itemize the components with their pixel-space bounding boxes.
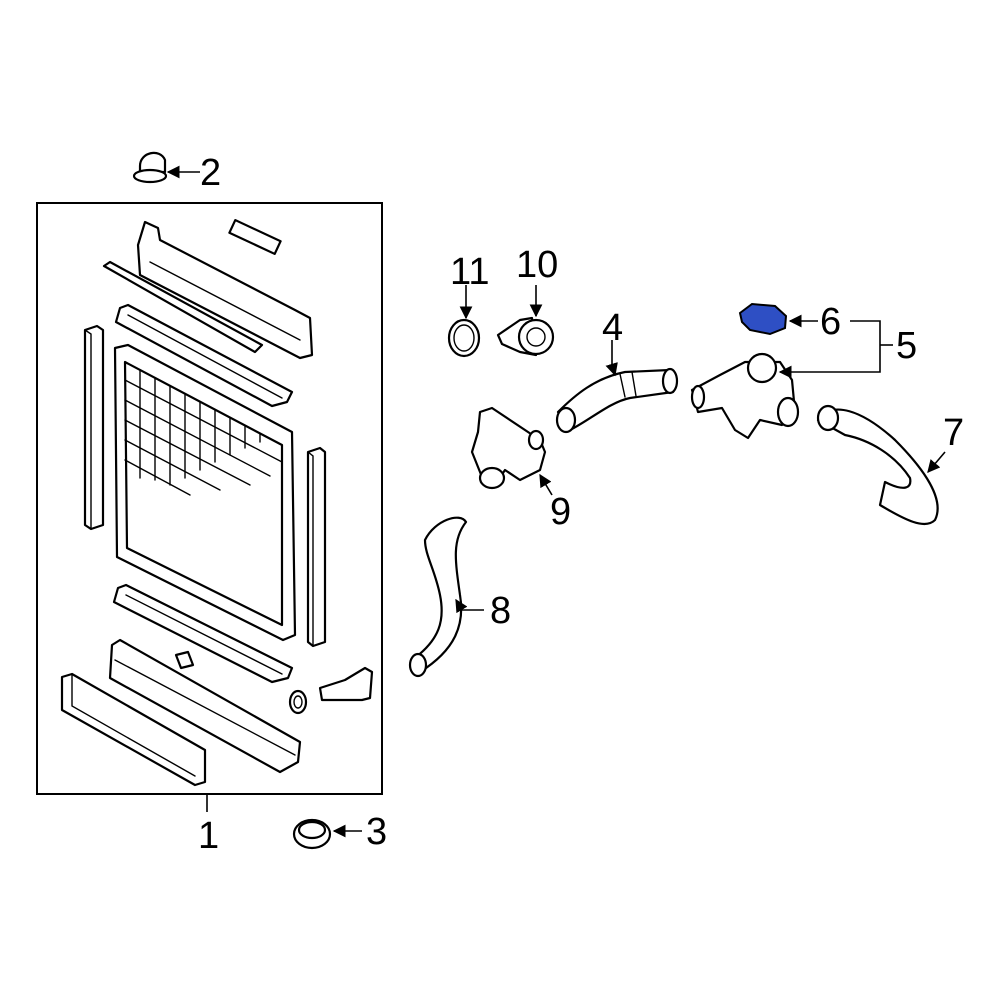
upper-tank-part[interactable]: [136, 218, 314, 360]
grommet-part-3[interactable]: [292, 818, 332, 850]
callout-8: 8: [490, 590, 511, 632]
callout-labels: 1 2 3 4 5 6 7 8 9 10 11: [198, 152, 964, 857]
callout-1: 1: [198, 815, 219, 857]
lower-seal-strip[interactable]: [60, 672, 207, 787]
clip-part-2[interactable]: [132, 151, 168, 184]
callout-11: 11: [450, 251, 489, 293]
callout-9: 9: [550, 491, 571, 533]
hose-part-7[interactable]: [816, 404, 939, 525]
leader-lines: [166, 165, 946, 838]
callout-7: 7: [943, 412, 964, 454]
upper-seal-strip[interactable]: [102, 260, 264, 354]
callout-5: 5: [896, 325, 917, 367]
hose-part-8[interactable]: [408, 516, 468, 678]
callout-6: 6: [820, 301, 841, 343]
drain-plug[interactable]: [288, 666, 374, 715]
o-ring-part-11[interactable]: [447, 318, 481, 358]
thermostat-housing-part-9[interactable]: [470, 406, 547, 490]
upper-tank-gasket[interactable]: [114, 303, 294, 408]
water-outlet-part-5[interactable]: [690, 352, 800, 440]
right-side-bar[interactable]: [306, 446, 327, 648]
radiator-assembly-group[interactable]: [36, 202, 383, 795]
callout-4: 4: [602, 307, 623, 349]
lower-tank-part[interactable]: [108, 638, 302, 774]
radiator-cap-part-6[interactable]: [738, 302, 788, 336]
thermostat-part-10[interactable]: [496, 316, 555, 357]
hose-part-4[interactable]: [555, 367, 679, 434]
callout-2: 2: [200, 152, 221, 194]
left-side-bar[interactable]: [83, 324, 105, 531]
radiator-core[interactable]: [113, 343, 297, 642]
lower-tank-gasket[interactable]: [112, 583, 294, 684]
callout-3: 3: [366, 811, 387, 853]
radiator-assembly-frame: [36, 202, 383, 795]
callout-10: 10: [516, 244, 558, 286]
